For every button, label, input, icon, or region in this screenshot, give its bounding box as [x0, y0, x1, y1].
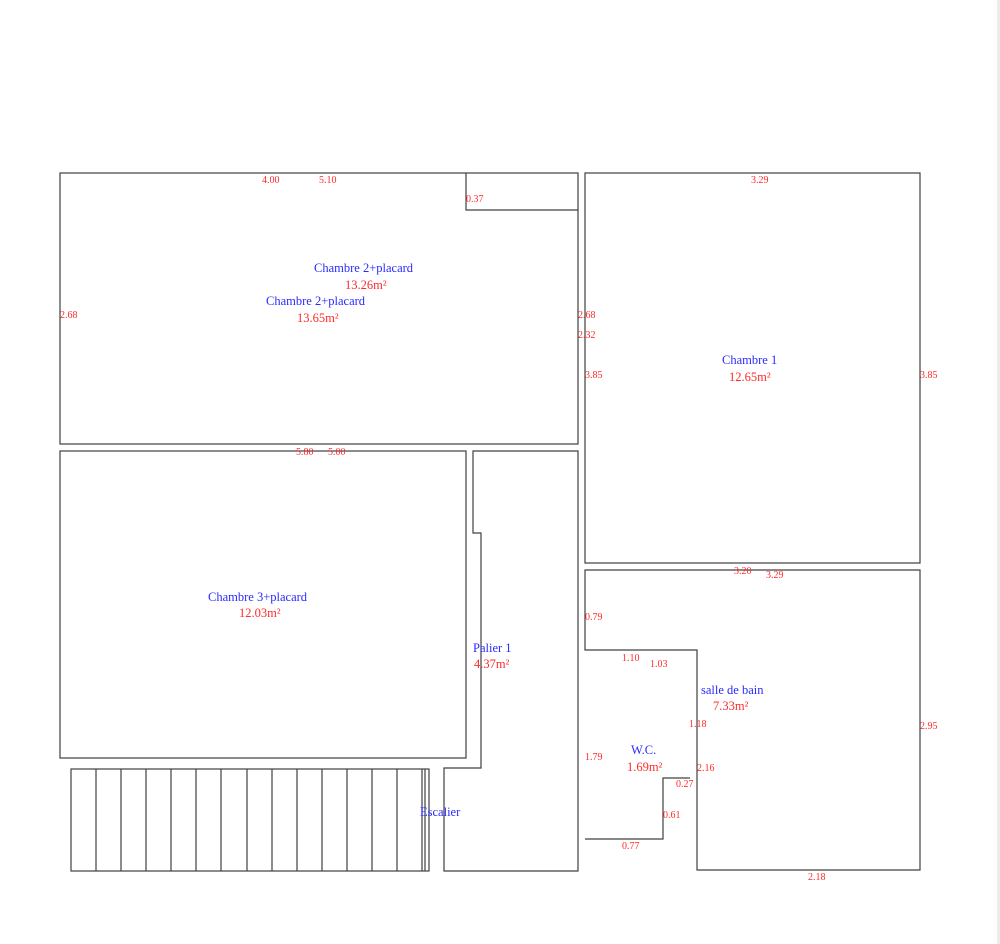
room-name-escalier: Escalier — [420, 805, 461, 819]
room-name-chambre2b: Chambre 2+placard — [266, 294, 366, 308]
dim-label: 5.10 — [319, 175, 337, 186]
dim-label: 4.00 — [262, 175, 280, 186]
staircase-outline — [70, 768, 430, 872]
dim-label: 3.29 — [751, 175, 769, 186]
room-name-wc: W.C. — [631, 743, 656, 757]
dim-label: 3.85 — [585, 370, 603, 381]
window-edge — [997, 0, 1000, 944]
room-name-palier: Palier 1 — [473, 641, 512, 655]
dim-label: 1.79 — [585, 752, 603, 763]
placard-outline — [465, 173, 578, 211]
room-sdb-outline — [584, 569, 921, 871]
dim-label: 0.27 — [676, 779, 694, 790]
room-area-sdb: 7.33m² — [713, 699, 749, 713]
room-area-chambre2b: 13.65m² — [297, 311, 339, 325]
dim-label: 3.29 — [766, 570, 784, 581]
dim-label: 2.68 — [60, 310, 78, 321]
room-name-sdb: salle de bain — [701, 683, 764, 697]
dim-label: 3.20 — [734, 566, 752, 577]
room-area-chambre3: 12.03m² — [239, 606, 281, 620]
room-area-wc: 1.69m² — [627, 760, 663, 774]
room-name-chambre2a: Chambre 2+placard — [314, 261, 414, 275]
dim-label: 2.32 — [578, 330, 596, 341]
dim-label: 2.18 — [808, 872, 826, 883]
dim-label: 5.80 — [296, 447, 314, 458]
dim-label: 0.77 — [622, 841, 640, 852]
room-chambre2-outline — [59, 172, 579, 445]
dim-label: 2.95 — [920, 721, 938, 732]
dim-label: 2.16 — [697, 763, 715, 774]
room-area-chambre2a: 13.26m² — [345, 278, 387, 292]
staircase — [70, 768, 430, 872]
room-chambre3-outline — [59, 450, 467, 759]
room-wc-outline — [585, 777, 690, 840]
dim-label: 2.68 — [578, 310, 596, 321]
room-area-palier: 4.37m² — [474, 657, 510, 671]
dim-label: 0.61 — [663, 810, 681, 821]
room-palier-outline — [443, 450, 579, 872]
room-area-chambre1: 12.65m² — [729, 370, 771, 384]
dim-label: 0.79 — [585, 612, 603, 623]
room-name-chambre1: Chambre 1 — [722, 353, 777, 367]
dim-label: 1.03 — [650, 659, 668, 670]
room-name-chambre3: Chambre 3+placard — [208, 590, 308, 604]
dim-label: 3.85 — [920, 370, 938, 381]
dim-label: 1.10 — [622, 653, 640, 664]
dim-label: 0.37 — [466, 194, 484, 205]
dim-label: 5.00 — [328, 447, 346, 458]
room-chambre1-outline — [584, 172, 921, 564]
dim-label: 1.18 — [689, 719, 707, 730]
